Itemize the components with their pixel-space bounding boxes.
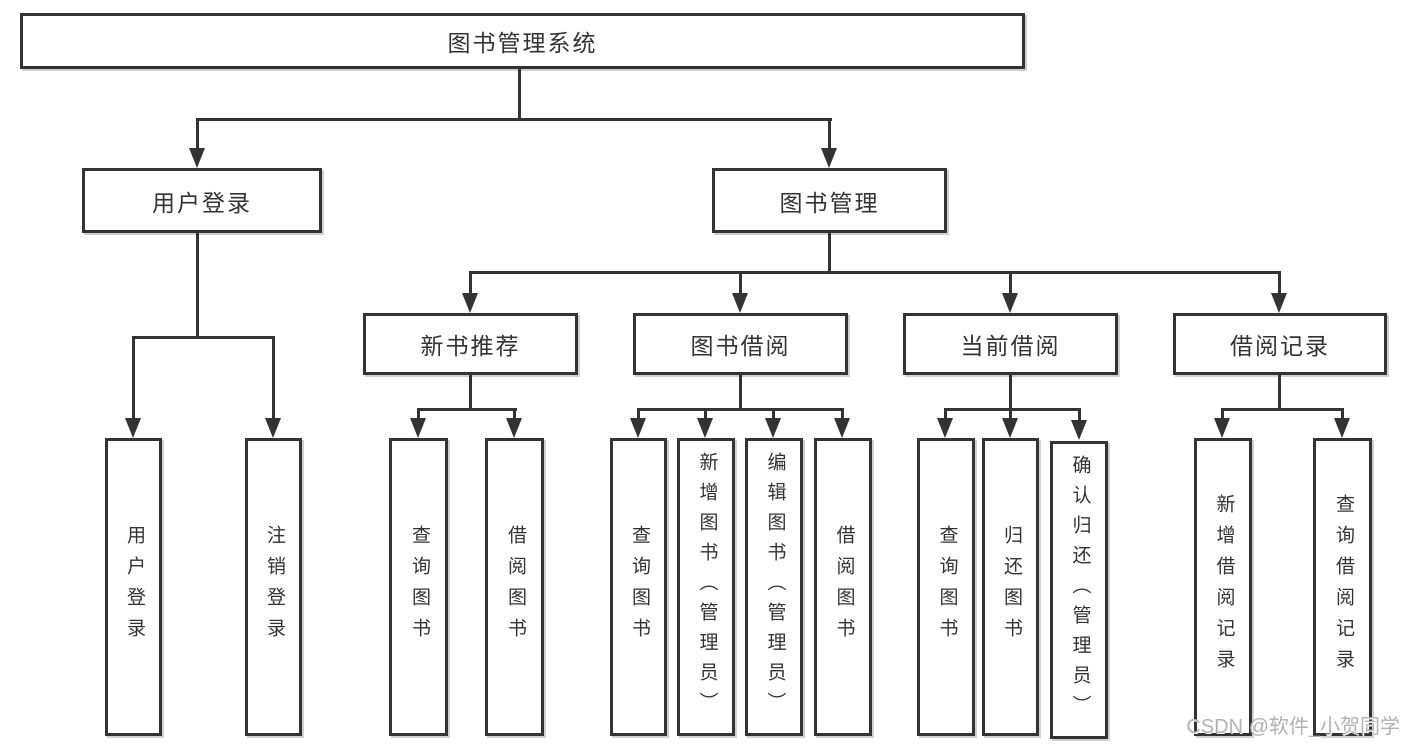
watermark: CSDN @软件_小贺同学	[1186, 716, 1400, 738]
node-label: 新书推荐	[420, 333, 521, 359]
down-arrow-icon	[1214, 418, 1230, 438]
connector-line	[1009, 408, 1012, 420]
leaf-label: 新增借阅记录	[1213, 494, 1235, 680]
node-label: 借阅记录	[1230, 333, 1330, 359]
leaf-nbr-borrow-books: 借阅图书	[485, 438, 544, 736]
node-label: 图书管理	[779, 189, 880, 216]
connector-line	[1009, 375, 1012, 411]
node-label: 当前借阅	[960, 333, 1061, 359]
connector-line	[469, 375, 472, 411]
leaf-label: 注销登录	[263, 525, 285, 649]
down-arrow-icon	[1334, 418, 1350, 438]
connector-line	[944, 408, 947, 420]
node-library-management-system: 图书管理系统	[20, 13, 1025, 69]
leaf-label: 确认归还（管理员）	[1069, 455, 1091, 725]
down-arrow-icon	[189, 148, 205, 168]
connector-line	[417, 408, 420, 420]
leaf-label: 查询图书	[936, 525, 958, 649]
leaf-user-login: 用户登录	[105, 438, 162, 736]
down-arrow-icon	[506, 418, 522, 438]
connector-line	[1278, 375, 1281, 411]
leaf-label: 借阅图书	[504, 525, 526, 649]
node-book-management: 图书管理	[712, 168, 947, 233]
connector-line	[469, 271, 472, 295]
leaf-label: 查询图书	[628, 525, 650, 649]
leaf-cb-return-books: 归还图书	[982, 438, 1039, 736]
leaf-cb-query-books: 查询图书	[917, 438, 975, 736]
leaf-label: 查询借阅记录	[1332, 494, 1354, 680]
leaf-label: 查询图书	[408, 525, 430, 649]
down-arrow-icon	[765, 418, 781, 438]
down-arrow-icon	[1002, 293, 1018, 313]
leaf-logout: 注销登录	[245, 438, 302, 736]
leaf-cb-confirm-return-admin: 确认归还（管理员）	[1050, 441, 1108, 739]
down-arrow-icon	[1271, 293, 1287, 313]
connector-line	[1341, 408, 1344, 420]
node-label: 图书管理系统	[447, 30, 598, 56]
connector-line	[417, 408, 517, 411]
connector-line	[637, 408, 640, 420]
down-arrow-icon	[1071, 420, 1087, 440]
leaf-bb-edit-books-admin: 编辑图书（管理员）	[745, 438, 803, 736]
down-arrow-icon	[1002, 418, 1018, 438]
connector-line	[196, 118, 832, 121]
leaf-label: 用户登录	[123, 525, 145, 649]
connector-line	[828, 233, 831, 274]
connector-line	[1009, 271, 1012, 295]
connector-line	[513, 408, 516, 420]
connector-line	[828, 118, 831, 150]
node-book-borrowing: 图书借阅	[633, 313, 848, 375]
node-label: 图书借阅	[690, 333, 791, 359]
leaf-bb-borrow-books: 借阅图书	[814, 438, 872, 736]
down-arrow-icon	[937, 418, 953, 438]
connector-line	[704, 408, 707, 420]
connector-line	[1221, 408, 1224, 420]
leaf-bb-add-books-admin: 新增图书（管理员）	[677, 438, 735, 736]
leaf-br-query-record: 查询借阅记录	[1313, 438, 1372, 736]
connector-line	[196, 233, 199, 336]
node-borrowing-records: 借阅记录	[1173, 313, 1387, 375]
leaf-nbr-query-books: 查询图书	[389, 438, 448, 736]
connector-line	[841, 408, 844, 420]
down-arrow-icon	[125, 418, 141, 438]
down-arrow-icon	[265, 418, 281, 438]
connector-line	[196, 118, 199, 150]
down-arrow-icon	[834, 418, 850, 438]
connector-line	[1078, 408, 1081, 420]
down-arrow-icon	[410, 418, 426, 438]
leaf-bb-query-books: 查询图书	[610, 438, 667, 736]
down-arrow-icon	[821, 148, 837, 168]
leaf-label: 借阅图书	[833, 525, 855, 649]
node-user-login: 用户登录	[82, 168, 322, 233]
leaf-label: 归还图书	[1000, 525, 1022, 649]
connector-line	[772, 408, 775, 420]
connector-line	[272, 336, 275, 420]
down-arrow-icon	[462, 293, 478, 313]
connector-line	[739, 375, 742, 411]
connector-line	[132, 336, 135, 420]
connector-line	[944, 408, 1081, 411]
down-arrow-icon	[697, 418, 713, 438]
node-label: 用户登录	[152, 189, 252, 216]
leaf-label: 新增图书（管理员）	[696, 452, 718, 722]
connector-line	[739, 271, 742, 295]
connector-line	[1221, 408, 1344, 411]
connector-line	[1278, 271, 1281, 295]
connector-line	[637, 408, 844, 411]
connector-line	[469, 271, 1281, 274]
down-arrow-icon	[732, 293, 748, 313]
node-current-borrowing: 当前借阅	[903, 313, 1118, 375]
down-arrow-icon	[630, 418, 646, 438]
connector-line	[518, 69, 521, 118]
leaf-label: 编辑图书（管理员）	[764, 452, 786, 722]
leaf-br-add-record: 新增借阅记录	[1194, 438, 1252, 736]
connector-line	[132, 336, 275, 339]
node-new-book-recommendation: 新书推荐	[363, 313, 578, 375]
